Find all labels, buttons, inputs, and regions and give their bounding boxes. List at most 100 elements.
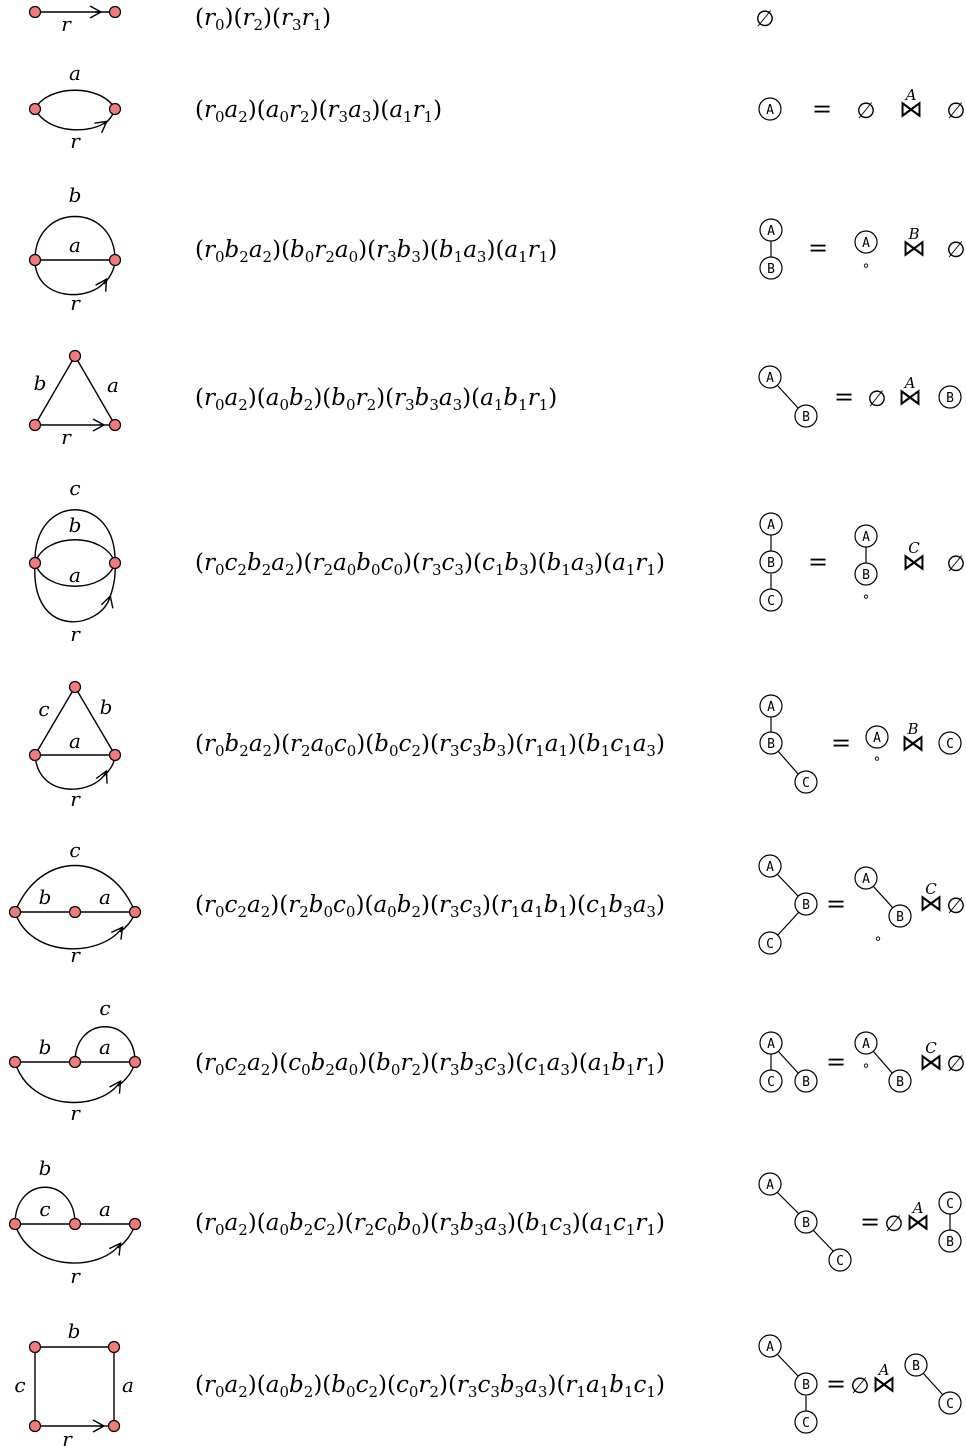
edge-label: c bbox=[99, 996, 110, 1020]
node-label: C bbox=[766, 937, 774, 952]
node-circle bbox=[759, 731, 783, 755]
edge-label: a bbox=[69, 563, 81, 587]
edge-label: r bbox=[70, 622, 81, 646]
graph-vertex bbox=[28, 102, 42, 116]
node-circle bbox=[854, 866, 878, 890]
node-circle bbox=[759, 550, 783, 574]
tree-node-a: A bbox=[759, 694, 783, 718]
node-label: A bbox=[862, 872, 870, 887]
empty-set: ∅ bbox=[856, 99, 875, 124]
graph-edge bbox=[34, 754, 108, 790]
graph-edge bbox=[34, 539, 116, 564]
tree-node-b: B bbox=[794, 1069, 818, 1093]
node-label: B bbox=[912, 1359, 920, 1374]
tree-node-a: A bbox=[865, 725, 889, 749]
graph-vertex bbox=[8, 1217, 22, 1231]
tree-node-a: A bbox=[759, 218, 783, 242]
edge-label: a bbox=[107, 373, 119, 397]
empty-set: ∅ bbox=[946, 894, 965, 919]
graph-vertex bbox=[108, 748, 122, 762]
bowtie-operator: ⋈ bbox=[872, 1370, 896, 1398]
decomposition-row-4: AB=∅⋈AB bbox=[758, 365, 962, 428]
tree-node-c: C bbox=[938, 731, 962, 755]
permutation-cycles: (r0a2)(a0b2)(b0c2)(c0r2)(r3c3b3a3)(r1a1b… bbox=[195, 1372, 665, 1401]
node-label: B bbox=[767, 737, 775, 752]
graph-edge bbox=[14, 911, 124, 950]
operator-label: C bbox=[925, 1039, 937, 1057]
decomposition-row-6: ABC=A∘⋈BC bbox=[759, 694, 962, 794]
graph-vertex bbox=[108, 5, 122, 19]
empty-set: ∅ bbox=[850, 1374, 869, 1399]
edge-label: r bbox=[61, 12, 72, 36]
bowtie-operator: ⋈ bbox=[906, 1208, 930, 1236]
node-label: C bbox=[946, 1197, 954, 1212]
decomposition-row-3: AB=A∘⋈B∅ bbox=[759, 218, 966, 280]
tree-node-c: C bbox=[758, 931, 782, 955]
graph-edge bbox=[14, 1186, 76, 1225]
graph-edge bbox=[14, 865, 136, 913]
graph-vertex bbox=[8, 1055, 22, 1069]
node-circle bbox=[865, 725, 889, 749]
bowtie-operator: ⋈ bbox=[899, 95, 923, 123]
node-label: B bbox=[767, 556, 775, 571]
edge-label: a bbox=[99, 885, 111, 909]
graph-vertex bbox=[28, 556, 42, 570]
node-circle bbox=[759, 218, 783, 242]
graph-vertex bbox=[107, 1340, 121, 1354]
empty-set: ∅ bbox=[946, 1052, 965, 1077]
graph-vertex bbox=[28, 748, 42, 762]
tree-node-a: A bbox=[854, 230, 878, 254]
equals-sign: = bbox=[826, 890, 846, 918]
edge-label: c bbox=[69, 476, 80, 500]
node-circle bbox=[888, 1069, 912, 1093]
graph-edge bbox=[74, 686, 116, 756]
edge-label: r bbox=[61, 425, 72, 449]
edge-label: b bbox=[100, 695, 113, 719]
node-label: B bbox=[946, 1235, 954, 1250]
node-label: A bbox=[862, 530, 870, 545]
bowtie-operator: ⋈ bbox=[902, 548, 926, 576]
node-label: C bbox=[767, 594, 775, 609]
node-circle bbox=[938, 731, 962, 755]
edge-label: r bbox=[70, 1101, 81, 1125]
node-circle bbox=[938, 1229, 962, 1253]
node-circle bbox=[854, 562, 878, 586]
bowtie-operator: ⋈ bbox=[898, 383, 922, 411]
operator-label: A bbox=[903, 374, 916, 392]
node-label: A bbox=[767, 700, 775, 715]
tree-node-c: C bbox=[938, 1191, 962, 1215]
empty-set: ∅ bbox=[946, 238, 965, 263]
decomposition-row-1: ∅ bbox=[755, 7, 774, 32]
graph-vertex bbox=[107, 1419, 121, 1433]
edge-label: r bbox=[70, 291, 81, 315]
graph-vertex bbox=[28, 1419, 42, 1433]
tree-edge bbox=[872, 1050, 894, 1075]
equals-sign: = bbox=[808, 234, 828, 262]
node-label: A bbox=[767, 224, 775, 239]
node-circle bbox=[758, 931, 782, 955]
graph-row-1: r bbox=[28, 5, 122, 36]
node-label: B bbox=[896, 1075, 904, 1090]
equals-sign: = bbox=[808, 548, 828, 576]
graph-edge bbox=[74, 355, 116, 426]
empty-set: ∅ bbox=[946, 552, 965, 577]
graph-vertex bbox=[128, 1055, 142, 1069]
node-label: A bbox=[766, 371, 774, 386]
marked-root: ∘ bbox=[862, 589, 871, 605]
tree-edge bbox=[872, 885, 894, 909]
tree-node-a: A bbox=[758, 1172, 782, 1196]
equals-sign: = bbox=[834, 383, 854, 411]
node-label: A bbox=[767, 518, 775, 533]
node-circle bbox=[758, 365, 782, 389]
graph-vertex bbox=[128, 905, 142, 919]
node-label: A bbox=[862, 236, 870, 251]
node-circle bbox=[794, 1410, 818, 1434]
graph-edge bbox=[34, 89, 116, 110]
tree-edge bbox=[776, 1353, 800, 1378]
edge-label: a bbox=[69, 233, 81, 257]
node-label: C bbox=[946, 1397, 954, 1412]
edge-label: r bbox=[70, 943, 81, 967]
node-label: A bbox=[766, 1178, 774, 1193]
